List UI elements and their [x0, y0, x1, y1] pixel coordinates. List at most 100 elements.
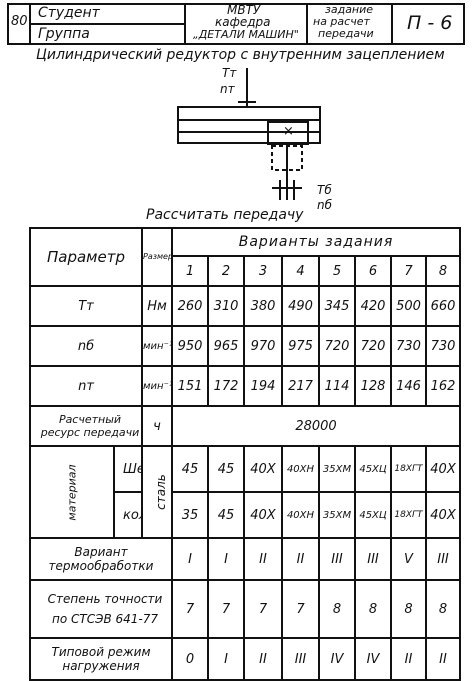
value-cell: 45: [171, 445, 209, 493]
variants-table: Параметр Размерность Варианты задания 1 …: [29, 227, 462, 681]
value-cell: II: [243, 637, 283, 681]
value-cell: 345: [318, 285, 356, 327]
material-wheel-row: колесо 35 45 40Х 40ХН 35ХМ 45ХЦ 18ХГТ 40…: [30, 491, 462, 539]
heat-treatment-param-cell: Вариант термообработки: [29, 537, 173, 581]
value-cell: II: [243, 537, 283, 581]
value-cell: 35ХМ: [318, 445, 356, 493]
variant-number: 6: [354, 255, 392, 287]
accuracy-param-cell: Степень точности по СТСЭВ 641-77: [29, 579, 173, 639]
value-cell: 8: [354, 579, 392, 639]
table-row: Tт Нм 260 310 380 490 345 420 500 660: [29, 285, 462, 327]
value-cell: 0: [171, 637, 209, 681]
value-cell: IV: [318, 637, 356, 681]
value-cell: 720: [318, 325, 356, 367]
value-cell: 40Х: [424, 491, 462, 539]
assignment-line3: передачи: [318, 27, 374, 40]
param-cell: nт: [29, 365, 143, 407]
table-row: nб мин⁻¹ 950 965 970 975 720 720 730 730: [29, 325, 462, 367]
value-cell: 7: [171, 579, 209, 639]
value-cell: 146: [390, 365, 427, 407]
output-torque-label: Tб: [317, 183, 332, 197]
variant-number: 2: [207, 255, 245, 287]
value-cell: 40Х: [243, 445, 283, 493]
value-cell: I: [171, 537, 209, 581]
heat-treatment-row: Вариант термообработки I I II II III III…: [29, 537, 462, 581]
material-group-cell: материал: [29, 445, 115, 539]
value-cell: III: [354, 537, 392, 581]
variant-number: 8: [424, 255, 462, 287]
variant-number: 3: [243, 255, 283, 287]
task-label: Рассчитать передачу: [146, 207, 304, 223]
value-cell: 310: [207, 285, 245, 327]
value-cell: 8: [318, 579, 356, 639]
unit-cell: мин⁻¹: [141, 325, 173, 367]
value-cell: IV: [354, 637, 392, 681]
value-cell: 151: [171, 365, 209, 407]
value-cell: 8: [390, 579, 427, 639]
value-cell: 730: [390, 325, 427, 367]
value-cell: 660: [424, 285, 462, 327]
value-cell: 194: [243, 365, 283, 407]
value-cell: 970: [243, 325, 283, 367]
value-cell: 18ХГТ: [390, 445, 427, 493]
value-cell: 420: [354, 285, 392, 327]
accuracy-line2: по СТСЭВ 641-77: [51, 612, 159, 626]
value-cell: 35ХМ: [318, 491, 356, 539]
variant-number: 1: [171, 255, 209, 287]
unit-cell: Нм: [141, 285, 173, 327]
department-name: „ДЕТАЛИ МАШИН": [193, 28, 299, 41]
param-cell: nб: [29, 325, 143, 367]
value-cell: 490: [281, 285, 320, 327]
value-cell: 8: [424, 579, 462, 639]
load-mode-param-cell: Типовой режим нагружения: [29, 637, 173, 681]
wheel-label-cell: колесо: [113, 491, 143, 539]
assignment-line1: задание: [325, 3, 374, 16]
variant-number: 7: [390, 255, 427, 287]
value-cell: 7: [243, 579, 283, 639]
value-cell: 45ХЦ: [354, 491, 392, 539]
value-cell: 380: [243, 285, 283, 327]
input-torque-label: Tт: [222, 66, 237, 80]
value-cell: 730: [424, 325, 462, 367]
header-frame: [7, 3, 465, 45]
param-cell: Tт: [29, 285, 143, 327]
accuracy-row: Степень точности по СТСЭВ 641-77 7 7 7 7…: [29, 579, 462, 639]
page-number: 80: [11, 14, 28, 29]
value-cell: 162: [424, 365, 462, 407]
value-cell: III: [281, 637, 320, 681]
value-cell: 7: [207, 579, 245, 639]
resource-param-cell: Расчетный ресурс передачи: [29, 405, 143, 447]
material-gear-row: материал Шестерня сталь 45 45 40Х 40ХН 3…: [29, 445, 462, 539]
material-unit-cell: сталь: [141, 445, 173, 539]
gear-label-cell: Шестерня: [113, 445, 143, 493]
value-cell: 975: [281, 325, 320, 367]
variant-number: 5: [318, 255, 356, 287]
value-cell: 40ХН: [281, 445, 320, 493]
group-label: Группа: [38, 26, 90, 42]
value-cell: 40Х: [243, 491, 283, 539]
value-cell: 40ХН: [281, 491, 320, 539]
resource-value-cell: 28000: [170, 405, 462, 447]
value-cell: 217: [281, 365, 320, 407]
value-cell: 965: [207, 325, 245, 367]
department-label: кафедра: [215, 15, 271, 29]
value-cell: I: [207, 537, 245, 581]
gearbox-diagram: [177, 68, 321, 200]
value-cell: 128: [354, 365, 392, 407]
value-cell: I: [207, 637, 245, 681]
value-cell: II: [424, 637, 462, 681]
resource-unit-cell: ч: [141, 405, 173, 447]
assignment-code: П - 6: [407, 12, 453, 34]
variant-number: 4: [281, 255, 320, 287]
value-cell: 114: [318, 365, 356, 407]
value-cell: 45ХЦ: [354, 445, 392, 493]
assignment-line2: на расчет: [313, 15, 370, 28]
accuracy-line1: Степень точности: [47, 592, 163, 606]
value-cell: 7: [281, 579, 320, 639]
resource-row: Расчетный ресурс передачи ч 28000: [29, 405, 462, 447]
load-mode-row: Типовой режим нагружения 0 I II III IV I…: [29, 637, 462, 681]
variants-header: Варианты задания: [170, 227, 462, 257]
value-cell: III: [424, 537, 462, 581]
value-cell: II: [281, 537, 320, 581]
value-cell: 172: [207, 365, 245, 407]
